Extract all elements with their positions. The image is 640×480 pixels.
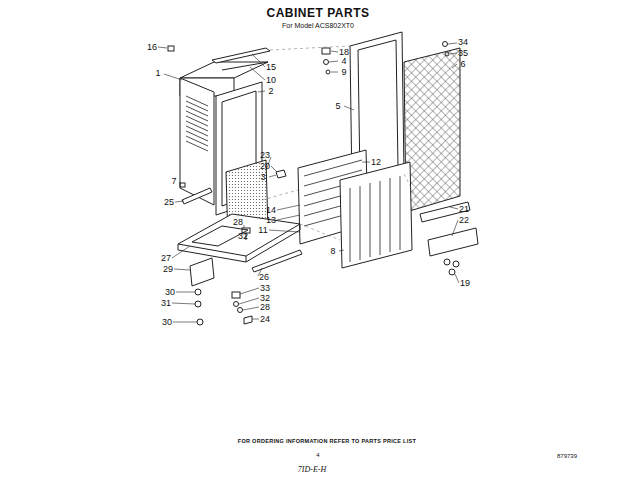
callout-number: 35 <box>458 49 468 58</box>
callout-number: 14 <box>266 206 276 215</box>
model-subtitle: For Model ACS802XT0 <box>282 22 354 29</box>
callout-number: 26 <box>259 273 269 282</box>
callout-number: 30 <box>165 288 175 297</box>
callout-number: 16 <box>147 43 157 52</box>
callout-number: 13 <box>266 216 276 225</box>
callout-number: 32 <box>260 294 270 303</box>
callout-number: 8 <box>330 247 335 256</box>
callout-number: 7 <box>171 177 176 186</box>
callout-number: 2 <box>268 87 273 96</box>
callout-number: 21 <box>459 205 469 214</box>
callout-number: 15 <box>266 63 276 72</box>
callout-number: 24 <box>260 315 270 324</box>
callout-number: 6 <box>460 60 465 69</box>
callout-number: 5 <box>335 102 340 111</box>
callout-number: 32 <box>238 232 248 241</box>
page-code: 4 <box>316 452 319 458</box>
callout-number: 20 <box>260 162 270 171</box>
page-code: 879739 <box>557 453 577 459</box>
footer-note: FOR ORDERING INFORMATION REFER TO PARTS … <box>238 439 416 445</box>
callout-number: 19 <box>460 279 470 288</box>
callout-number: 28 <box>233 218 243 227</box>
callout-number: 12 <box>371 158 381 167</box>
callout-number: 18 <box>339 48 349 57</box>
callout-number: 10 <box>266 76 276 85</box>
callout-number: 28 <box>260 303 270 312</box>
callout-number: 1 <box>155 69 160 78</box>
callout-number: 9 <box>341 68 346 77</box>
callout-number: 33 <box>260 284 270 293</box>
diagram-title: CABINET PARTS <box>267 7 370 19</box>
handwritten-note: 7ID-E-H <box>298 466 326 474</box>
callout-number: 25 <box>164 198 174 207</box>
callout-number: 34 <box>458 38 468 47</box>
callout-number: 3 <box>260 173 265 182</box>
callout-number: 11 <box>258 226 267 235</box>
callout-number: 31 <box>161 299 171 308</box>
callout-number: 30 <box>162 318 172 327</box>
callout-number: 22 <box>459 216 469 225</box>
callout-number: 27 <box>161 254 171 263</box>
callout-number: 23 <box>260 151 270 160</box>
callout-number: 4 <box>341 57 346 66</box>
callout-number: 29 <box>163 265 173 274</box>
